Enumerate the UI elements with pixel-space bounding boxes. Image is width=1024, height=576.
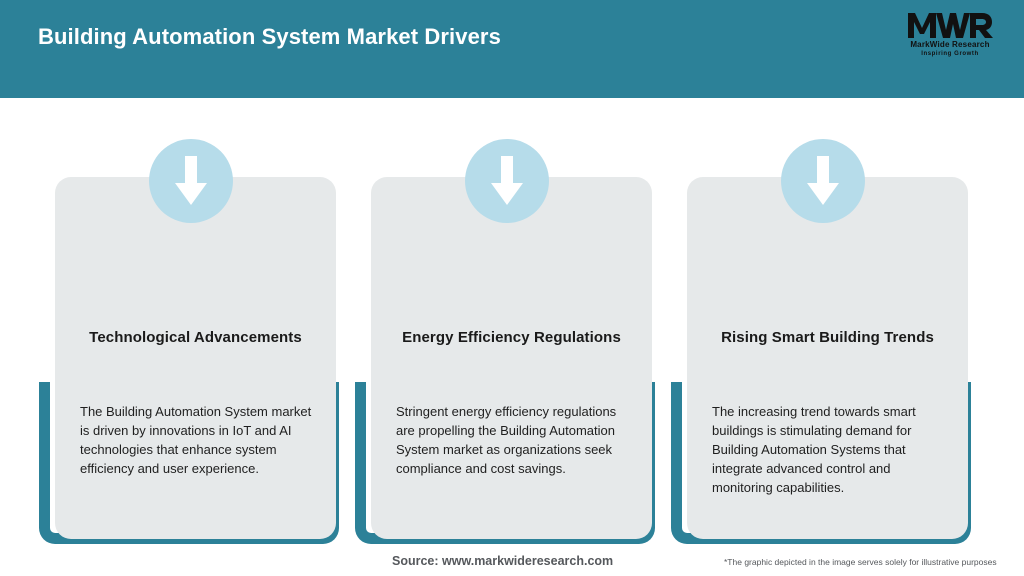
logo-mark-icon: [898, 10, 1002, 40]
source-label: Source: www.markwideresearch.com: [392, 554, 614, 568]
down-arrow-icon: [149, 139, 233, 223]
logo-tagline: Inspiring Growth: [921, 51, 979, 57]
card-body-text: The increasing trend towards smart build…: [712, 404, 916, 495]
down-arrow-icon: [465, 139, 549, 223]
brand-logo: MarkWide Research Inspiring Growth: [898, 10, 1002, 62]
card-body-text: The Building Automation System market is…: [80, 404, 312, 476]
disclaimer-label: *The graphic depicted in the image serve…: [724, 557, 997, 567]
header-bar: Building Automation System Market Driver…: [0, 0, 1024, 98]
card-panel: Technological Advancements The Building …: [55, 177, 336, 539]
card-heading: Energy Efficiency Regulations: [402, 329, 621, 346]
driver-card-1[interactable]: Technological Advancements The Building …: [39, 98, 355, 544]
card-panel: Rising Smart Building Trends The increas…: [687, 177, 968, 539]
driver-card-3[interactable]: Rising Smart Building Trends The increas…: [671, 98, 987, 544]
card-heading: Rising Smart Building Trends: [721, 329, 934, 346]
driver-card-2[interactable]: Energy Efficiency Regulations Stringent …: [355, 98, 671, 544]
card-panel: Energy Efficiency Regulations Stringent …: [371, 177, 652, 539]
down-arrow-icon: [781, 139, 865, 223]
card-body-text: Stringent energy efficiency regulations …: [396, 404, 617, 476]
drivers-board: Technological Advancements The Building …: [0, 98, 1024, 576]
page-title: Building Automation System Market Driver…: [38, 24, 501, 49]
logo-company-name: MarkWide Research: [910, 40, 990, 49]
card-heading: Technological Advancements: [89, 329, 302, 346]
